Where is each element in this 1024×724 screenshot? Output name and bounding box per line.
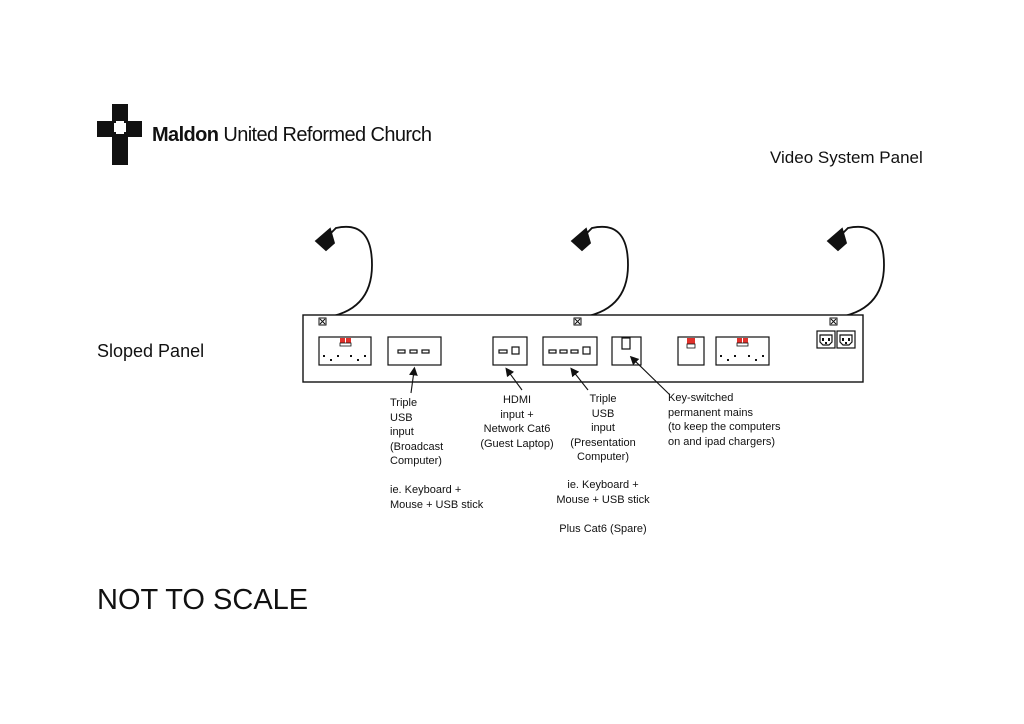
hdmi-cat6-port bbox=[492, 336, 528, 366]
note-usb-presentation-extra: ie. Keyboard + Mouse + USB stick Plus Ca… bbox=[556, 479, 650, 535]
double-mains-socket-right bbox=[715, 336, 770, 366]
arrow-usb-broadcast bbox=[409, 366, 418, 394]
triple-usb-port-broadcast bbox=[387, 336, 442, 366]
lamp-socket-icon bbox=[318, 317, 838, 326]
gooseneck-lamp-left bbox=[314, 225, 373, 319]
triple-usb-port-presentation bbox=[542, 336, 598, 366]
iec-pins bbox=[822, 338, 850, 344]
double-mains-socket-left bbox=[318, 336, 372, 366]
scale-note: NOT TO SCALE bbox=[97, 584, 309, 616]
brand-name-rest: United Reformed Church bbox=[218, 124, 432, 146]
brand-name: Maldon United Reformed Church bbox=[152, 124, 432, 147]
logo-cross-icon bbox=[97, 104, 142, 165]
key-switch bbox=[611, 336, 642, 366]
fused-spur bbox=[677, 336, 705, 366]
arrow-hdmi bbox=[505, 367, 523, 391]
document-title: Video System Panel bbox=[770, 148, 923, 167]
arrow-usb-presentation bbox=[570, 367, 589, 391]
gooseneck-lamp-middle bbox=[570, 225, 629, 319]
note-key-switched: Key-switched permanent mains (to keep th… bbox=[668, 392, 781, 448]
note-usb-presentation: Triple USB input (Presentation Computer) bbox=[570, 393, 636, 463]
arrow-key-switch bbox=[629, 355, 671, 396]
iec-power-socket-icon bbox=[816, 330, 856, 349]
panel-label: Sloped Panel bbox=[97, 341, 205, 361]
brand-name-bold: Maldon bbox=[152, 124, 219, 146]
callout-arrows bbox=[409, 355, 671, 396]
note-hdmi: HDMI input + Network Cat6 (Guest Laptop) bbox=[480, 394, 554, 450]
note-usb-broadcast: Triple USB input (Broadcast Computer) ie… bbox=[390, 397, 484, 511]
gooseneck-lamp-right bbox=[826, 225, 885, 319]
